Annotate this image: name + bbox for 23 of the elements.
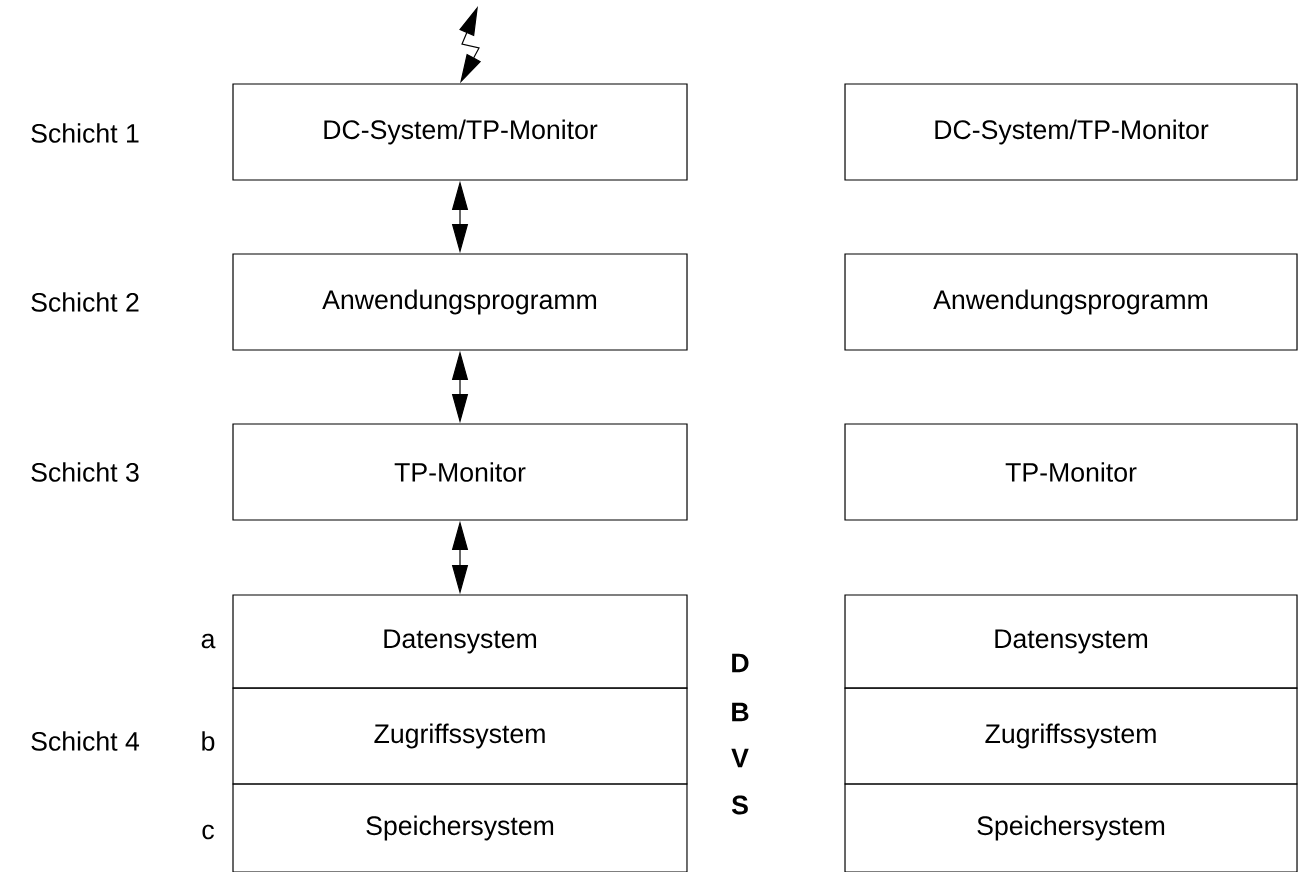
layer-label: Schicht 2 — [31, 292, 139, 312]
layer-box: DC-System/TP-Monitor — [844, 83, 1298, 181]
sublayer-letter: b — [202, 731, 215, 751]
sublayer-letter: c — [202, 824, 214, 840]
vertical-letter: D — [732, 653, 749, 673]
vertical-letter: V — [731, 748, 749, 768]
sublayer-letter: a — [201, 633, 216, 649]
layer-box: Zugriffssystem — [232, 687, 688, 785]
layer-box: TP-Monitor — [232, 423, 688, 521]
layer-box: Anwendungsprogramm — [232, 253, 688, 351]
layer-box: Datensystem — [232, 594, 688, 689]
layer-box: Speichersystem — [844, 783, 1298, 872]
layer-box: Speichersystem — [232, 783, 688, 872]
layer-label: Schicht 3 — [31, 462, 139, 482]
layer-label: Schicht 1 — [31, 123, 139, 143]
vertical-letter: B — [732, 702, 749, 722]
layer-label: Schicht 4 — [31, 731, 140, 751]
layer-box: Zugriffssystem — [844, 687, 1298, 785]
layer-box: TP-Monitor — [844, 423, 1298, 521]
layer-box: Anwendungsprogramm — [844, 253, 1298, 351]
layer-box: DC-System/TP-Monitor — [232, 83, 688, 181]
layer-box: Datensystem — [844, 594, 1298, 689]
vertical-letter: S — [731, 795, 748, 815]
